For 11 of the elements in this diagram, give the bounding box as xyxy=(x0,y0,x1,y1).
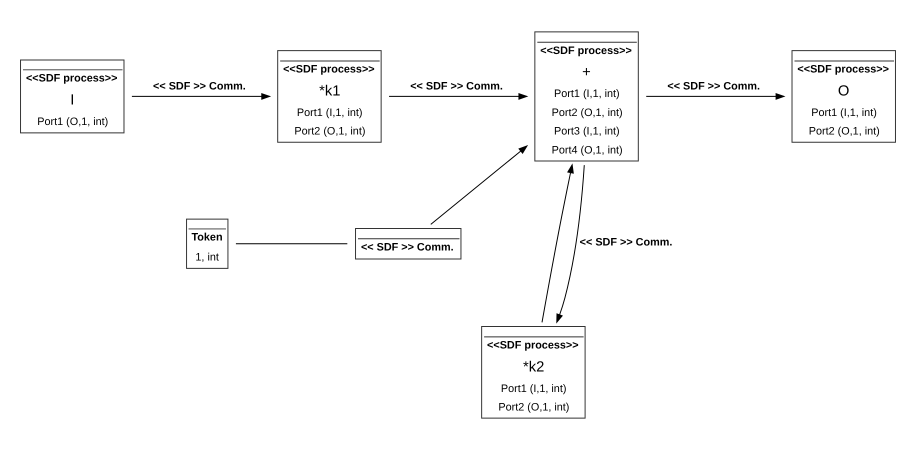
edge-label: << SDF >> Comm. xyxy=(667,80,760,92)
connector xyxy=(235,243,348,244)
arrow xyxy=(388,92,528,100)
edge-label: << SDF >> Comm. xyxy=(580,236,672,248)
arrow xyxy=(430,145,528,225)
arrow xyxy=(556,164,585,324)
arrow xyxy=(131,92,272,100)
edge-label: << SDF >> Comm. xyxy=(410,80,503,92)
edge-label: << SDF >> Comm. xyxy=(153,80,246,92)
arrow xyxy=(542,163,574,323)
arrow xyxy=(646,92,786,100)
